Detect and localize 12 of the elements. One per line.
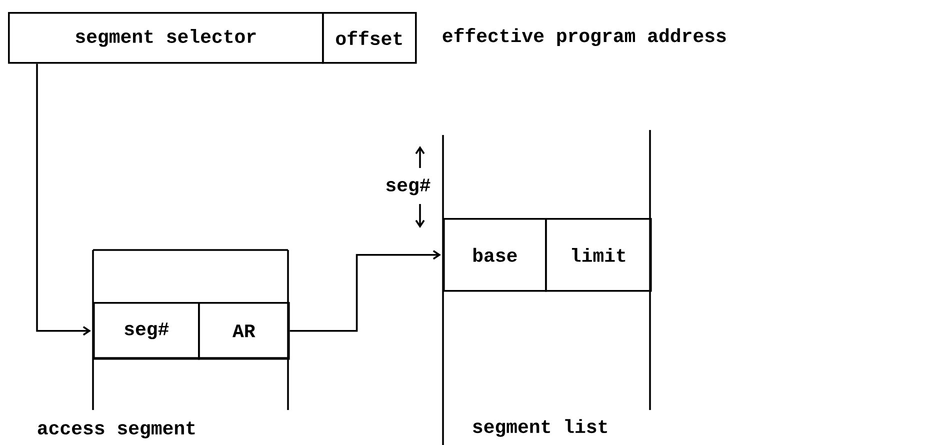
- plain-label: effective program address: [442, 28, 726, 46]
- arrow: [290, 250, 441, 332]
- register-cell: segment selector: [8, 12, 324, 64]
- register-cell: base: [443, 218, 547, 292]
- arrow: [36, 64, 91, 336]
- caption: access segment: [38, 422, 195, 438]
- register-cell: AR: [198, 302, 290, 360]
- caption: segment list: [473, 419, 607, 437]
- register-cell: limit: [545, 218, 652, 292]
- register-cell: seg#: [93, 302, 200, 360]
- seg-number-label: seg#: [386, 178, 430, 196]
- register-cell: offset: [322, 12, 417, 64]
